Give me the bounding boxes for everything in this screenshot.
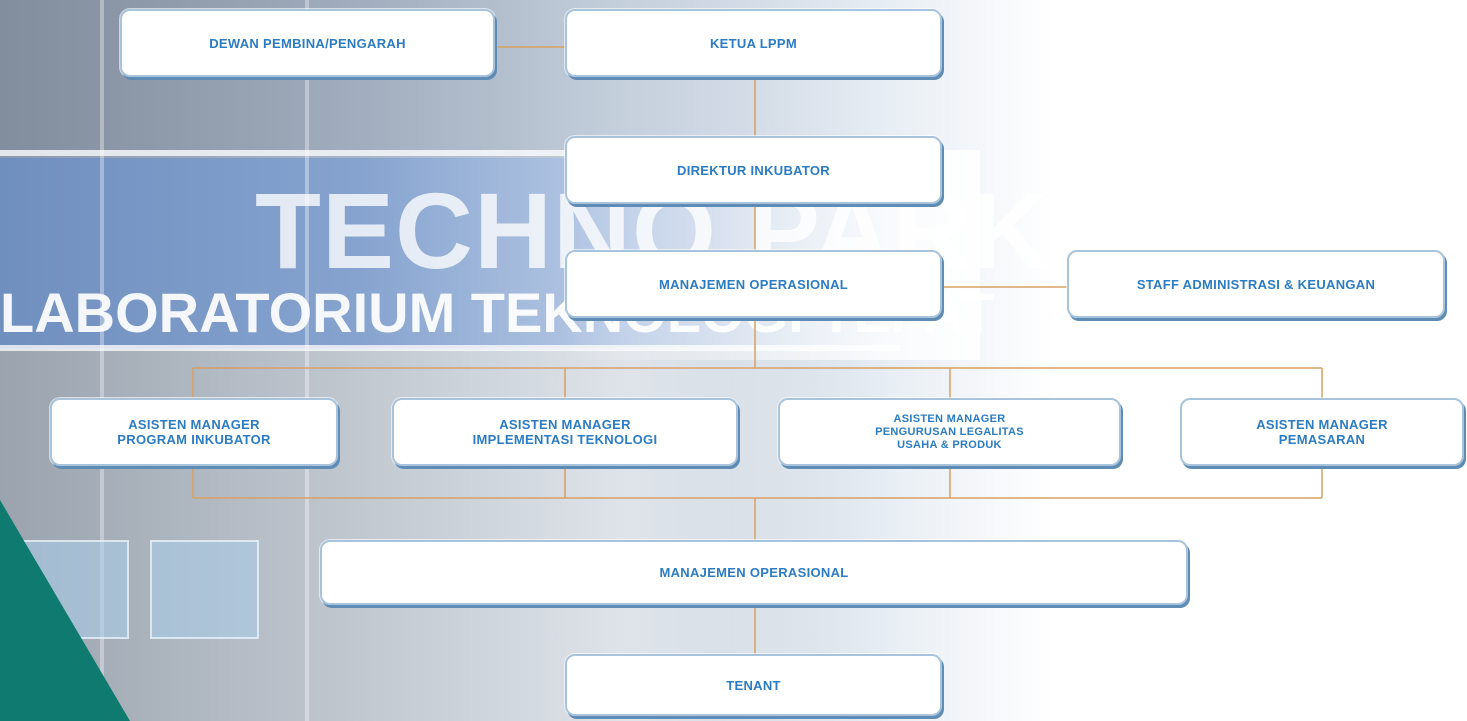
org-box-staff-administrasi: STAFF ADMINISTRASI & KEUANGAN bbox=[1067, 250, 1445, 318]
background-pillar bbox=[305, 0, 309, 721]
org-box-asisten-legalitas: ASISTEN MANAGER PENGURUSAN LEGALITAS USA… bbox=[778, 398, 1121, 466]
org-box-ketua-lppm: KETUA LPPM bbox=[565, 9, 942, 77]
background-stripe bbox=[0, 150, 900, 156]
org-box-direktur-inkubator: DIREKTUR INKUBATOR bbox=[565, 136, 942, 204]
org-box-tenant: TENANT bbox=[565, 654, 942, 716]
org-box-dewan-pembina: DEWAN PEMBINA/PENGARAH bbox=[120, 9, 495, 77]
org-box-manajemen-operasional: MANAJEMEN OPERASIONAL bbox=[565, 250, 942, 318]
org-box-manajemen-operasional-bottom: MANAJEMEN OPERASIONAL bbox=[320, 540, 1188, 605]
org-box-asisten-pemasaran: ASISTEN MANAGER PEMASARAN bbox=[1180, 398, 1464, 466]
background-stripe bbox=[0, 345, 900, 351]
background-window bbox=[150, 540, 259, 639]
background-pillar bbox=[100, 0, 104, 721]
org-box-asisten-implementasi: ASISTEN MANAGER IMPLEMENTASI TEKNOLOGI bbox=[392, 398, 738, 466]
org-box-asisten-program: ASISTEN MANAGER PROGRAM INKUBATOR bbox=[50, 398, 338, 466]
